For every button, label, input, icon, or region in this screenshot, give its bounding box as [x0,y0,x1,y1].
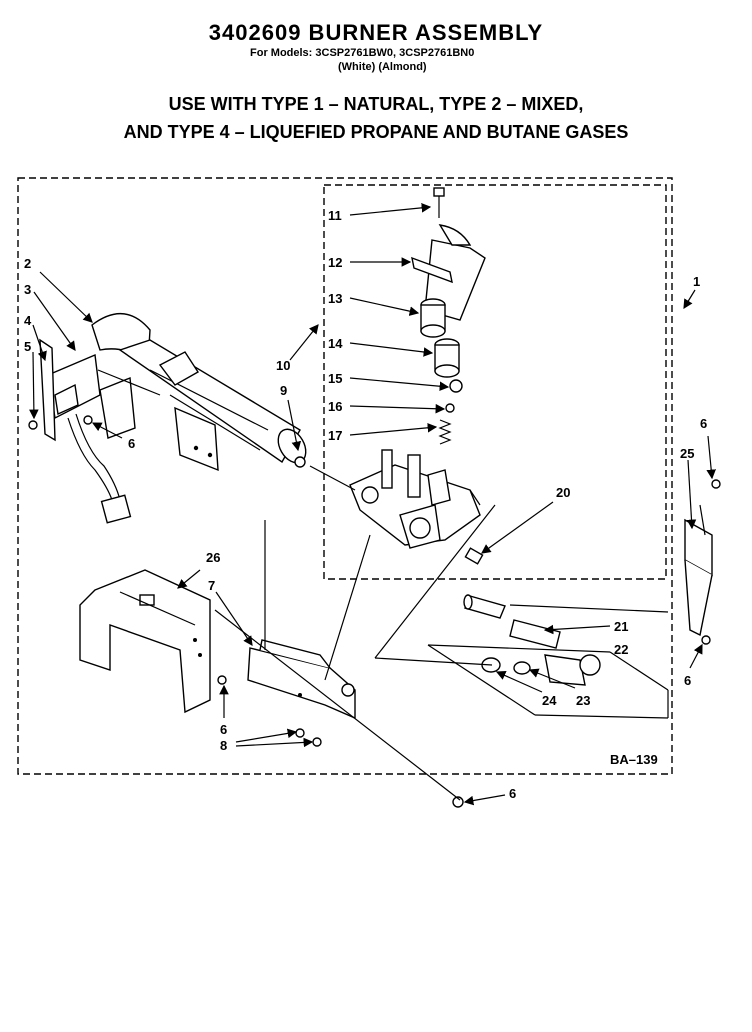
callout-12: 12 [328,255,342,270]
valve-bracket [247,639,356,720]
callout-20: 20 [556,485,570,500]
model-list: For Models: 3CSP2761BW0, 3CSP2761BN0 [250,47,475,59]
callout-6-right-bottom: 6 [684,673,691,688]
callout-15: 15 [328,371,342,386]
callout-5: 5 [24,339,31,354]
valve-group-frame [323,184,667,580]
callout-22: 22 [614,642,628,657]
callout-6-bottom: 6 [509,786,516,801]
diagram-code: BA–139 [610,752,658,767]
orifice-parts [463,547,601,686]
callout-14: 14 [328,336,343,351]
valve-coils [411,187,486,445]
gas-type-line-1: USE WITH TYPE 1 – NATURAL, TYPE 2 – MIXE… [168,94,584,114]
callout-16: 16 [328,399,342,414]
callout-6-burner: 6 [128,436,135,451]
gas-valve [349,449,481,549]
assembly-frame [17,177,673,775]
assembly-lines [97,369,669,801]
callout-2: 2 [24,256,31,271]
burner-bracket [79,569,211,714]
callout-3: 3 [24,282,31,297]
callout-1: 1 [693,274,700,289]
screws [28,415,711,808]
callout-24: 24 [542,693,557,708]
callout-6-bracket: 6 [220,722,227,737]
callout-10: 10 [276,358,290,373]
callout-labels: 1 2 3 4 5 6 6 6 6 6 7 8 9 10 11 12 13 14… [24,208,707,801]
gas-type-line-2: AND TYPE 4 – LIQUEFIED PROPANE AND BUTAN… [123,122,629,142]
callout-8: 8 [220,738,227,753]
callout-6-right-top: 6 [700,416,707,431]
callout-9: 9 [280,383,287,398]
model-colors: (White) (Almond) [338,61,427,73]
callout-7: 7 [208,578,215,593]
mounting-bracket-right [684,479,721,637]
callout-25: 25 [680,446,694,461]
igniter-bracket [39,338,136,524]
callout-23: 23 [576,693,590,708]
page-title: 3402609 BURNER ASSEMBLY [208,20,544,45]
callout-26: 26 [206,550,220,565]
callout-11: 11 [328,208,342,223]
callout-17: 17 [328,428,342,443]
leader-arrows [29,203,716,806]
callout-21: 21 [614,619,628,634]
igniter-plate [158,351,219,472]
callout-13: 13 [328,291,342,306]
callout-4: 4 [24,313,32,328]
